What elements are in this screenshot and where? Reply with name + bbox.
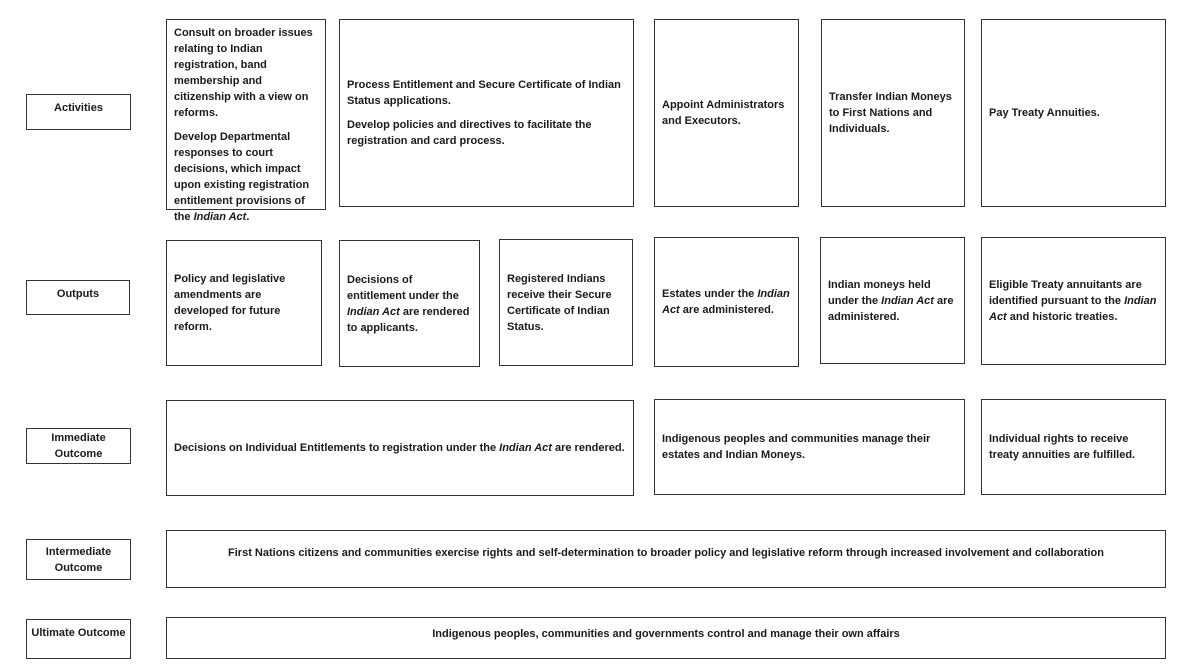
output-box-estates-administered: Estates under the Indian Act are adminis… bbox=[654, 237, 799, 367]
intermediate-outcome-text: First Nations citizens and communities e… bbox=[228, 547, 1104, 559]
output-box-registered-indians: Registered Indians receive their Secure … bbox=[499, 239, 633, 366]
row-label-text: Intermediate Outcome bbox=[45, 545, 112, 574]
row-label-ultimate-outcome: Ultimate Outcome bbox=[26, 619, 131, 659]
output-text: Registered Indians receive their Secure … bbox=[507, 272, 612, 333]
row-label-text: Immediate Outcome bbox=[51, 432, 106, 460]
output-text: Eligible Treaty annuitants are identifie… bbox=[989, 279, 1157, 323]
row-label-activities: Activities bbox=[26, 94, 131, 130]
immediate-outcome-box-treaty-rights: Individual rights to receive treaty annu… bbox=[981, 399, 1166, 495]
row-label-text: Ultimate Outcome bbox=[31, 627, 126, 639]
activity-box-pay-treaty-annuities: Pay Treaty Annuities. bbox=[981, 19, 1166, 207]
row-label-outputs: Outputs bbox=[26, 280, 130, 315]
output-text: Policy and legislative amendments are de… bbox=[174, 273, 286, 333]
activity-box-process-entitlement: Process Entitlement and Secure Certifica… bbox=[339, 19, 634, 207]
activity-text: Appoint Administrators and Executors. bbox=[662, 99, 785, 127]
output-box-policy-amendments: Policy and legislative amendments are de… bbox=[166, 240, 322, 366]
activity-text: Process Entitlement and Secure Certifica… bbox=[347, 79, 621, 107]
intermediate-outcome-box: First Nations citizens and communities e… bbox=[166, 530, 1166, 588]
immediate-outcome-text: Decisions on Individual Entitlements to … bbox=[174, 442, 625, 454]
activity-text: Pay Treaty Annuities. bbox=[989, 107, 1100, 119]
immediate-outcome-box-entitlement-decisions: Decisions on Individual Entitlements to … bbox=[166, 400, 634, 496]
activity-text: Develop Departmental responses to court … bbox=[174, 131, 310, 223]
ultimate-outcome-text: Indigenous peoples, communities and gove… bbox=[432, 628, 900, 640]
row-label-immediate-outcome: Immediate Outcome bbox=[26, 428, 131, 464]
ultimate-outcome-box: Indigenous peoples, communities and gove… bbox=[166, 617, 1166, 659]
immediate-outcome-text: Individual rights to receive treaty annu… bbox=[989, 433, 1136, 461]
activity-box-consult-develop: Consult on broader issues relating to In… bbox=[166, 19, 326, 223]
activity-text: Consult on broader issues relating to In… bbox=[174, 27, 313, 119]
activity-text: Transfer Indian Moneys to First Nations … bbox=[829, 91, 952, 135]
output-box-entitlement-decisions: Decisions of entitlement under the India… bbox=[339, 240, 480, 367]
output-text: Decisions of entitlement under the India… bbox=[347, 273, 470, 334]
activity-box-appoint-administrators: Appoint Administrators and Executors. bbox=[654, 19, 799, 207]
immediate-outcome-box-manage-estates: Indigenous peoples and communities manag… bbox=[654, 399, 965, 495]
immediate-outcome-text: Indigenous peoples and communities manag… bbox=[662, 433, 931, 461]
row-label-text: Activities bbox=[54, 102, 103, 114]
activity-text: Develop policies and directives to facil… bbox=[347, 119, 592, 147]
activity-box-transfer-moneys: Transfer Indian Moneys to First Nations … bbox=[821, 19, 965, 207]
output-text: Indian moneys held under the Indian Act … bbox=[828, 278, 954, 323]
output-text: Estates under the Indian Act are adminis… bbox=[662, 288, 790, 316]
output-box-treaty-annuitants: Eligible Treaty annuitants are identifie… bbox=[981, 237, 1166, 365]
row-label-text: Outputs bbox=[56, 288, 100, 300]
output-box-moneys-administered: Indian moneys held under the Indian Act … bbox=[820, 237, 965, 364]
row-label-intermediate-outcome: Intermediate Outcome bbox=[26, 539, 131, 580]
